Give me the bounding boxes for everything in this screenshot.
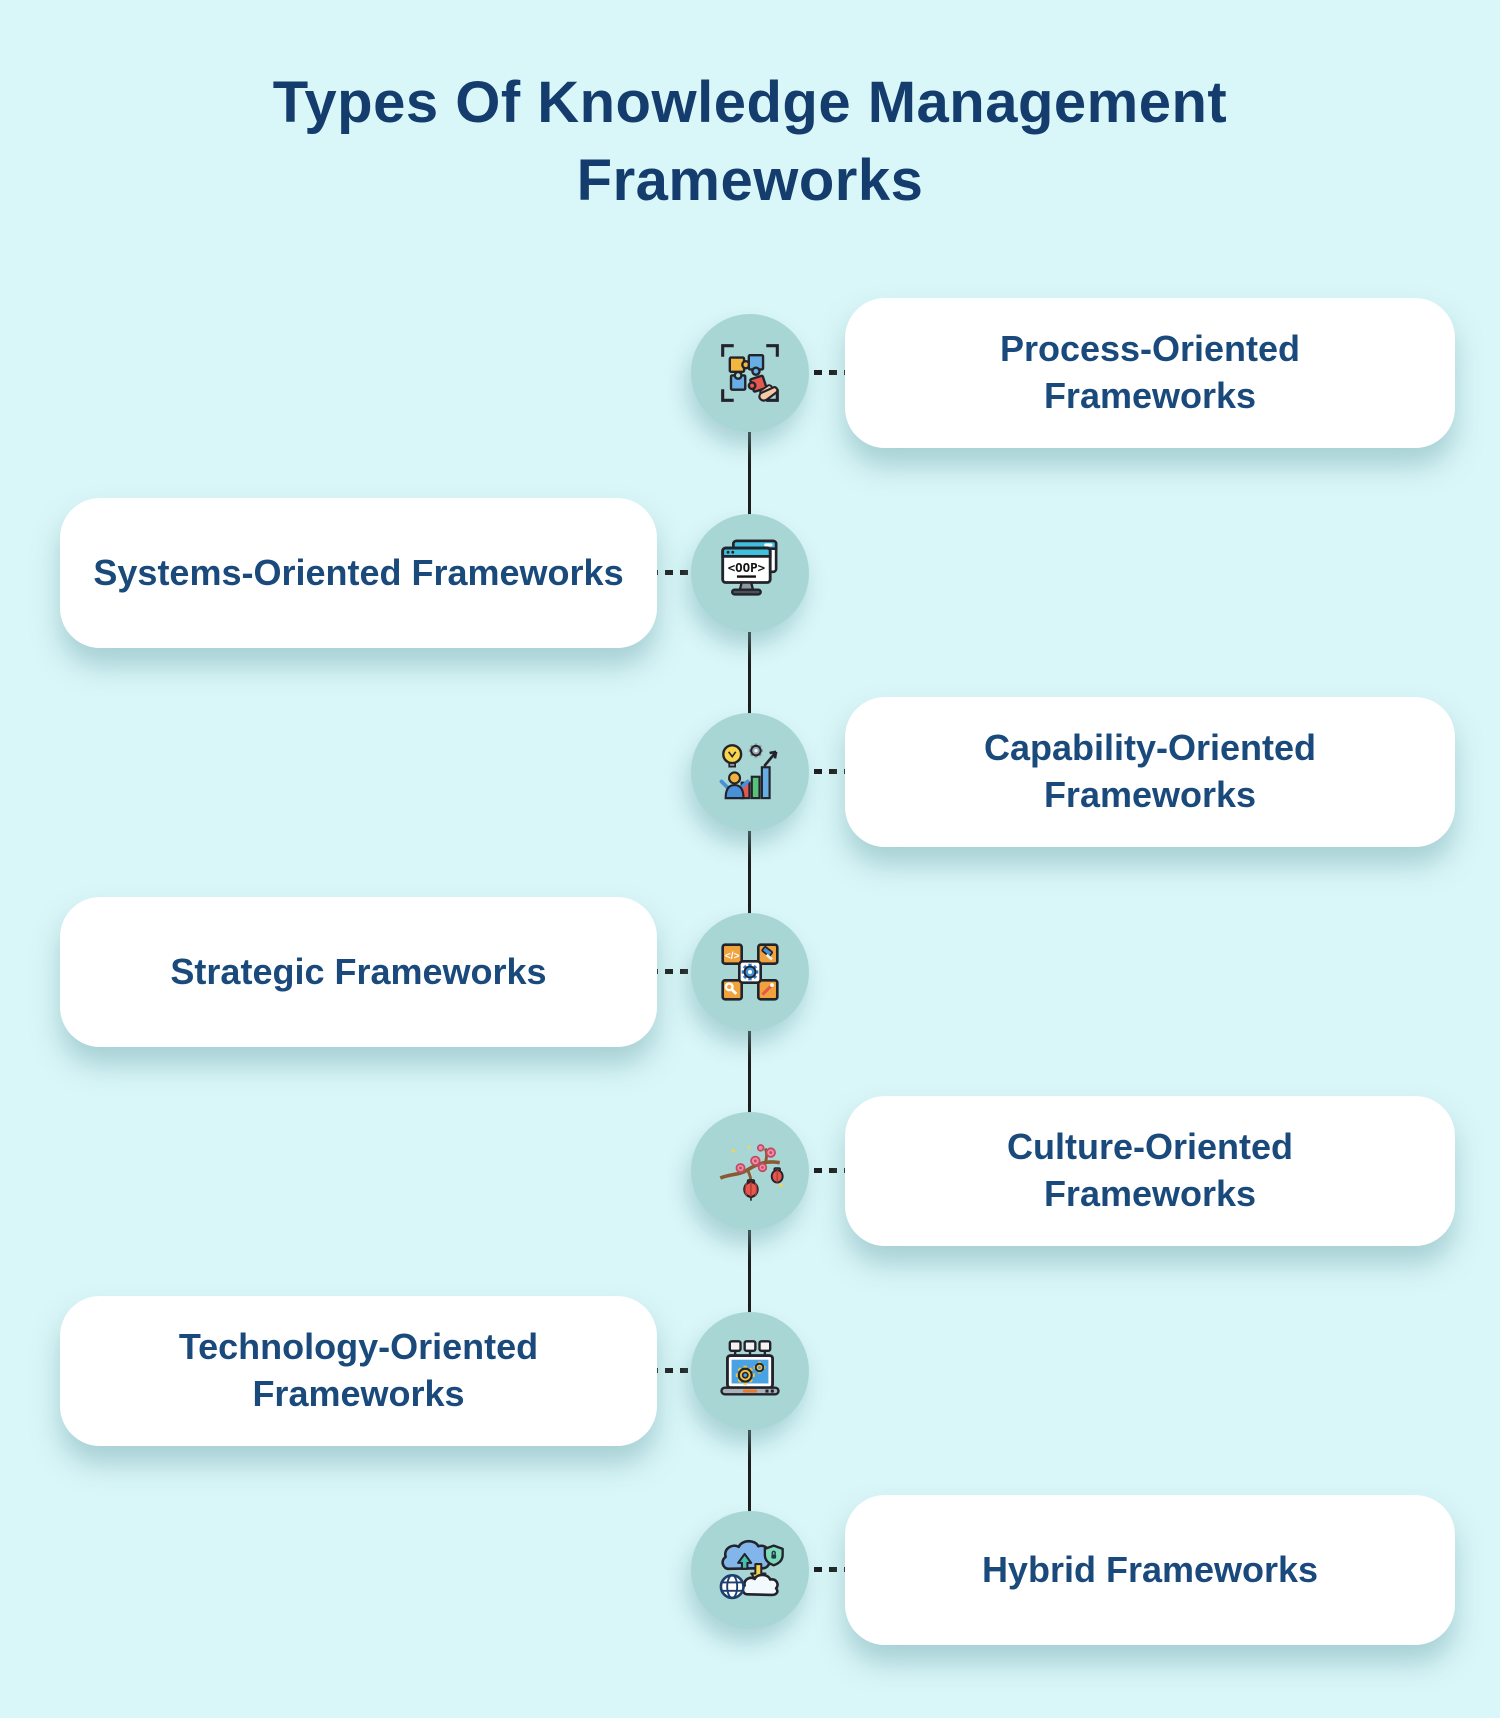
hybrid-cloud-icon xyxy=(719,1539,784,1600)
timeline-node xyxy=(691,1112,809,1230)
dotted-connector xyxy=(650,1368,702,1373)
timeline-node xyxy=(691,314,809,432)
dotted-connector xyxy=(799,370,849,375)
page-title: Types Of Knowledge Management Frameworks xyxy=(272,70,1228,213)
dotted-connector xyxy=(799,1168,849,1173)
framework-label: Culture-Oriented Frameworks xyxy=(1006,1126,1293,1214)
svg-text:<OOP>: <OOP> xyxy=(728,560,766,575)
framework-card: Technology-Oriented Frameworks xyxy=(60,1296,657,1446)
laptop-gears-icon xyxy=(720,1340,780,1396)
framework-card: Process-Oriented Frameworks xyxy=(845,298,1455,448)
framework-label: Process-Oriented Frameworks xyxy=(999,328,1301,416)
timeline-node: <OOP> xyxy=(691,514,809,632)
svg-text:</>: </> xyxy=(725,951,740,962)
framework-card: Hybrid Frameworks xyxy=(845,1495,1455,1645)
timeline-node: </> xyxy=(691,913,809,1031)
framework-label: Hybrid Frameworks xyxy=(981,1548,1319,1590)
framework-card: Systems-Oriented Frameworks xyxy=(60,498,657,648)
framework-card: Strategic Frameworks xyxy=(60,897,657,1047)
skills-growth-icon xyxy=(719,743,778,800)
dotted-connector xyxy=(799,769,849,774)
framework-label: Systems-Oriented Frameworks xyxy=(93,551,624,593)
puzzle-hand-icon xyxy=(721,344,779,402)
dotted-connector xyxy=(650,570,702,575)
oop-monitor-icon: <OOP> xyxy=(721,539,778,596)
blossom-lanterns-icon xyxy=(719,1144,784,1201)
framework-label: Technology-Oriented Frameworks xyxy=(178,1326,539,1414)
framework-label: Strategic Frameworks xyxy=(170,950,547,992)
timeline-node xyxy=(691,1511,809,1629)
dotted-connector xyxy=(650,969,702,974)
dotted-connector xyxy=(799,1567,849,1572)
timeline-node xyxy=(691,1312,809,1430)
gear-network-icon: </> xyxy=(721,943,779,1001)
framework-label: Capability-Oriented Frameworks xyxy=(983,727,1317,815)
timeline-node xyxy=(691,713,809,831)
framework-card: Capability-Oriented Frameworks xyxy=(845,697,1455,847)
framework-card: Culture-Oriented Frameworks xyxy=(845,1096,1455,1246)
